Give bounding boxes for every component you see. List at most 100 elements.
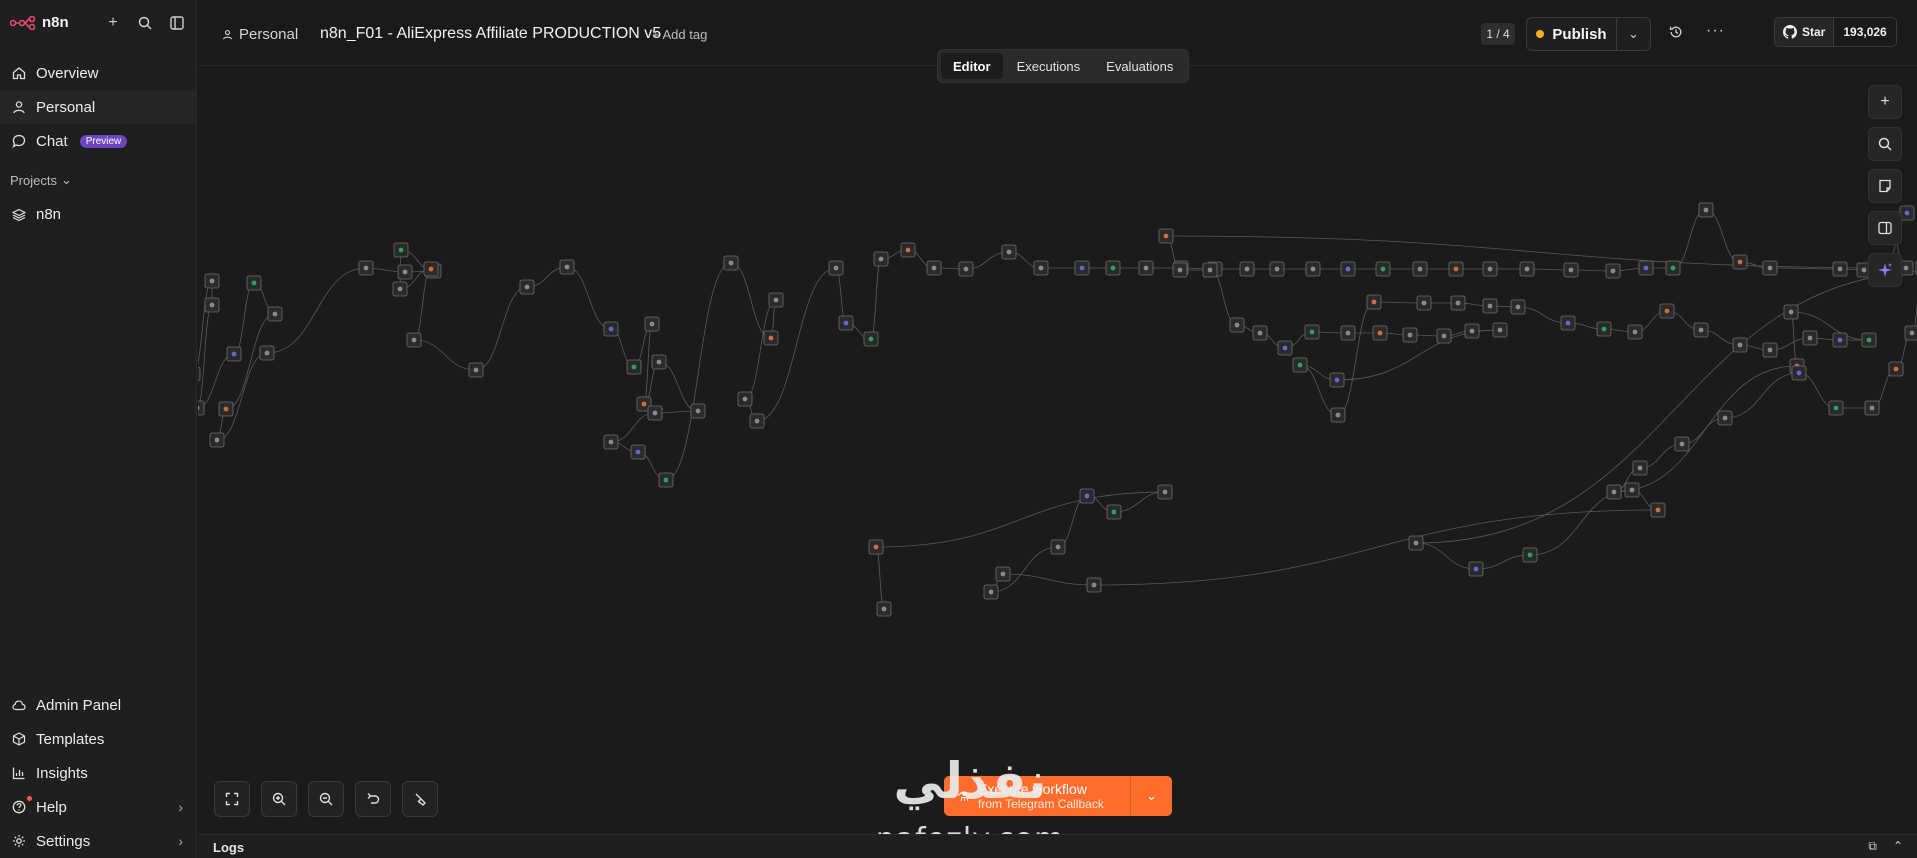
workflow-node[interactable] bbox=[198, 366, 201, 382]
node-icon bbox=[223, 406, 229, 412]
node-icon bbox=[411, 337, 417, 343]
workflow-canvas[interactable] bbox=[198, 67, 1917, 834]
brand[interactable]: n8n bbox=[10, 14, 69, 31]
preview-badge: Preview bbox=[79, 134, 128, 148]
connection-line bbox=[225, 313, 276, 410]
zoom-out-button[interactable] bbox=[308, 781, 344, 817]
connection-line bbox=[1911, 301, 1917, 334]
search-nodes-button[interactable] bbox=[1868, 127, 1902, 161]
breadcrumb[interactable]: Personal bbox=[222, 26, 298, 43]
node-icon bbox=[1909, 330, 1915, 336]
node-icon bbox=[264, 350, 270, 356]
workflow-title[interactable]: n8n_F01 - AliExpress Affiliate PRODUCTIO… bbox=[320, 25, 662, 42]
popout-icon[interactable]: ⧉ bbox=[1868, 839, 1877, 853]
nav-item-insights[interactable]: Insights bbox=[0, 756, 197, 790]
connection-line bbox=[1373, 301, 1425, 304]
publish-button[interactable]: Publish bbox=[1527, 18, 1617, 50]
node-icon bbox=[1079, 265, 1085, 271]
node-icon bbox=[1143, 265, 1149, 271]
nav-item-overview[interactable]: Overview bbox=[0, 56, 197, 90]
chevron-down-icon[interactable]: ⌄ bbox=[1628, 26, 1639, 41]
tab-evaluations[interactable]: Evaluations bbox=[1106, 58, 1174, 74]
node-icon bbox=[524, 284, 530, 290]
logs-label: Logs bbox=[213, 840, 245, 855]
ai-assistant-button[interactable] bbox=[1868, 253, 1902, 287]
zoom-in-button[interactable] bbox=[261, 781, 297, 817]
node-icon bbox=[1737, 342, 1743, 348]
node-icon bbox=[1837, 266, 1843, 272]
node-icon bbox=[1893, 366, 1899, 372]
panel-toggle-button[interactable] bbox=[1868, 211, 1902, 245]
node-icon bbox=[773, 297, 779, 303]
more-options-icon[interactable]: ··· bbox=[1706, 22, 1725, 39]
node-icon bbox=[1377, 330, 1383, 336]
n8n-logo-icon bbox=[10, 15, 36, 30]
workflow-graph[interactable] bbox=[198, 67, 1917, 834]
connection-line bbox=[730, 262, 772, 339]
fit-view-button[interactable] bbox=[214, 781, 250, 817]
history-icon[interactable] bbox=[1669, 25, 1683, 43]
logs-bar[interactable]: Logs ⧉ ⌃ bbox=[198, 834, 1917, 858]
node-icon bbox=[1000, 571, 1006, 577]
connection-line bbox=[566, 266, 612, 330]
node-icon bbox=[1869, 405, 1875, 411]
node-icon bbox=[1441, 333, 1447, 339]
home-icon bbox=[12, 67, 26, 80]
nav-item-help[interactable]: Help › bbox=[0, 790, 197, 824]
nav-label: Settings bbox=[36, 832, 91, 850]
plus-icon[interactable]: + bbox=[108, 14, 118, 31]
tab-editor[interactable]: Editor bbox=[941, 53, 1003, 79]
node-icon bbox=[1487, 266, 1493, 272]
github-star-label: Star bbox=[1802, 25, 1826, 39]
status-dot bbox=[1536, 30, 1545, 38]
node-icon bbox=[198, 405, 200, 411]
node-icon bbox=[1417, 266, 1423, 272]
node-icon bbox=[209, 302, 215, 308]
node-icon bbox=[1469, 328, 1475, 334]
node-icon bbox=[1807, 335, 1813, 341]
node-icon bbox=[963, 266, 969, 272]
chevron-up-icon[interactable]: ⌃ bbox=[1892, 839, 1903, 853]
tab-executions[interactable]: Executions bbox=[1016, 58, 1081, 74]
nav-item-personal[interactable]: Personal bbox=[0, 90, 197, 124]
node-icon bbox=[768, 335, 774, 341]
node-icon bbox=[1244, 266, 1250, 272]
add-tag-button[interactable]: + Add tag bbox=[652, 27, 708, 42]
nav-item-settings[interactable]: Settings › bbox=[0, 824, 197, 858]
tidy-up-button[interactable] bbox=[402, 781, 438, 817]
node-icon bbox=[209, 278, 215, 284]
project-item-n8n[interactable]: n8n bbox=[12, 206, 61, 223]
nav-item-admin-panel[interactable]: Admin Panel bbox=[0, 688, 197, 722]
github-star-widget[interactable]: Star 193,026 bbox=[1774, 17, 1897, 47]
undo-button[interactable] bbox=[355, 781, 391, 817]
node-icon bbox=[1698, 327, 1704, 333]
projects-toggle[interactable]: Projects ⌄ bbox=[10, 172, 72, 188]
node-icon bbox=[1473, 566, 1479, 572]
connection-line bbox=[1705, 209, 1741, 263]
connection-line bbox=[1415, 542, 1477, 570]
page-indicator[interactable]: 1 / 4 bbox=[1481, 23, 1515, 45]
nav-item-chat[interactable]: Chat Preview bbox=[0, 124, 197, 158]
github-star-button[interactable]: Star bbox=[1775, 18, 1835, 46]
node-icon bbox=[1487, 303, 1493, 309]
node-icon bbox=[652, 410, 658, 416]
node-icon bbox=[663, 477, 669, 483]
execute-workflow-button[interactable]: ⚗ Execute workflow from Telegram Callbac… bbox=[944, 776, 1130, 816]
workflow-node[interactable] bbox=[198, 400, 205, 416]
sticky-note-button[interactable] bbox=[1868, 169, 1902, 203]
search-icon[interactable] bbox=[136, 14, 154, 32]
node-icon bbox=[905, 247, 911, 253]
node-icon bbox=[473, 367, 479, 373]
sidebar-toggle-icon[interactable] bbox=[168, 14, 186, 32]
chevron-down-icon[interactable]: ⌄ bbox=[1130, 776, 1172, 816]
node-icon bbox=[231, 351, 237, 357]
node-icon bbox=[1413, 540, 1419, 546]
node-icon bbox=[931, 265, 937, 271]
node-icon bbox=[1177, 267, 1183, 273]
add-node-button[interactable]: + bbox=[1868, 85, 1902, 119]
node-icon bbox=[1111, 509, 1117, 515]
connection-line bbox=[1724, 372, 1800, 419]
nav-item-templates[interactable]: Templates bbox=[0, 722, 197, 756]
main-nav: Overview Personal Chat Preview bbox=[0, 56, 197, 158]
